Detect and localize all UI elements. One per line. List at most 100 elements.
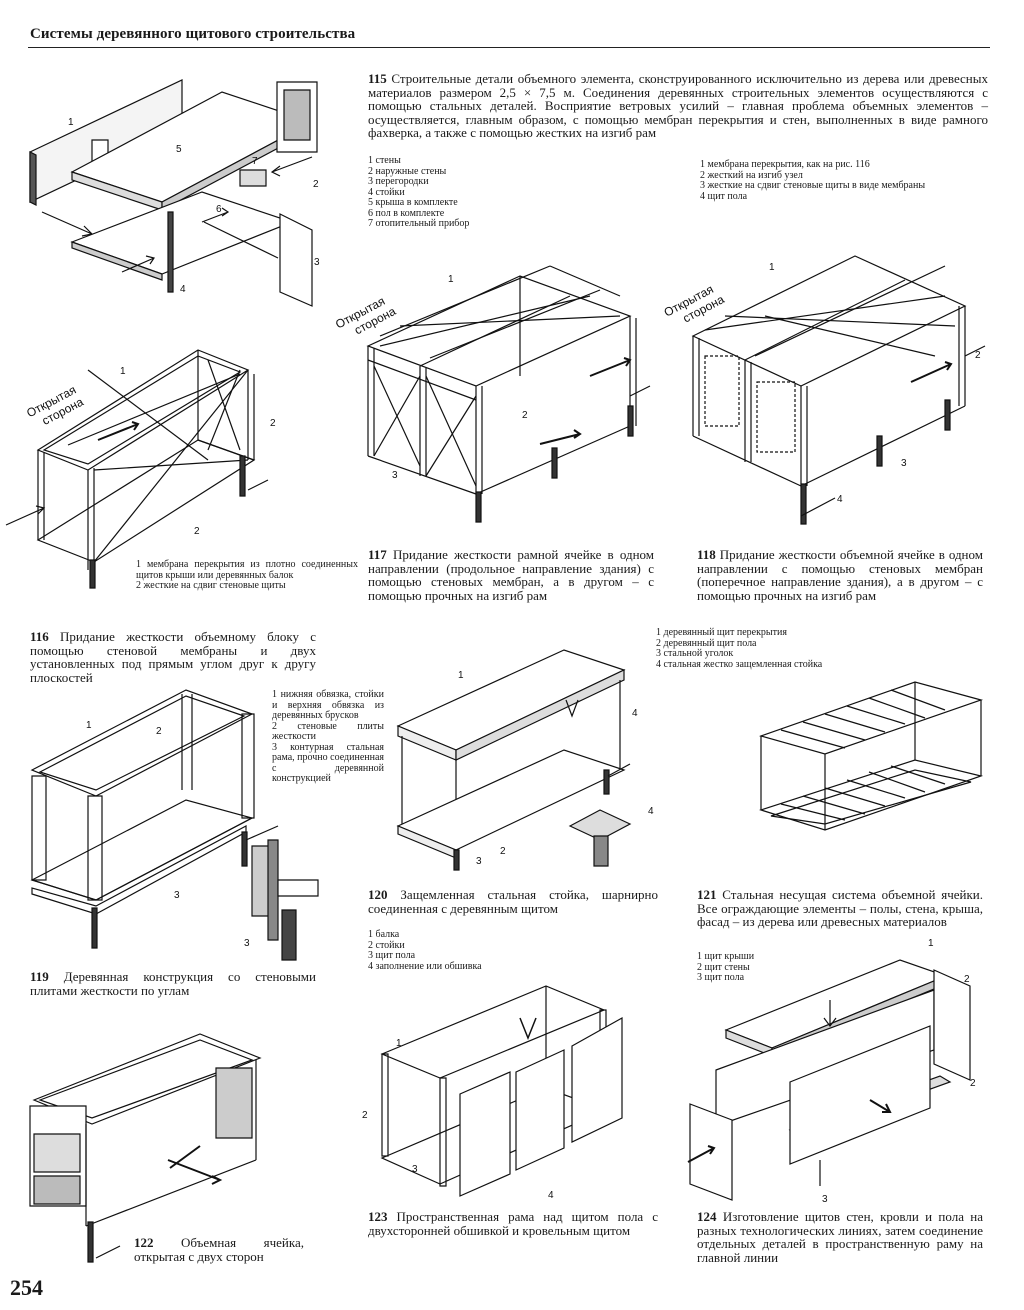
figure-115-caption: 115 Строительные детали объемного элемен… <box>368 72 988 140</box>
legend-item: 1 нижняя обвязка, стойки и верхняя обвяз… <box>272 689 384 721</box>
figure-123-drawing: 1 2 3 4 <box>362 978 640 1201</box>
legend-item: 4 стальная жестко защемленная стойка <box>656 658 823 670</box>
fig118-label-4: 4 <box>837 494 843 505</box>
figure-120-caption: 120 Защемленная стальная стойка, шарнирн… <box>368 888 658 915</box>
fig123-label-4: 4 <box>548 1190 554 1201</box>
fig124-label-1: 1 <box>928 938 934 949</box>
figure-118-number: 118 <box>697 547 716 562</box>
fig117-label-3: 3 <box>392 470 398 481</box>
legend-item: 7 отопительный прибор <box>368 218 470 229</box>
figure-119-drawing: 1 2 3 3 <box>16 680 336 960</box>
fig119-label-3a: 3 <box>174 890 180 901</box>
figure-121-drawing <box>755 680 995 840</box>
fig116-label-2a: 2 <box>270 418 276 429</box>
figure-116-text: Придание жесткости объемному блоку с пом… <box>30 629 316 685</box>
fig116-label-2b: 2 <box>194 526 200 537</box>
fig115-label-1: 1 <box>68 117 74 128</box>
figure-115-text: Строительные детали объемного элемента, … <box>368 71 988 140</box>
figure-124-number: 124 <box>697 1209 717 1224</box>
fig119-label-3b: 3 <box>244 938 250 949</box>
legend-item: 3 щит пола <box>697 972 745 983</box>
figure-115-legend: 1 стены 2 наружные стены 3 перегородки 4… <box>368 155 470 230</box>
legend-item: 3 щит пола <box>368 950 416 961</box>
figure-117-text: Придание жесткости рамной ячейке в одном… <box>368 547 655 603</box>
legend-item: 4 щит пола <box>700 190 748 202</box>
figure-122-drawing <box>20 1030 320 1270</box>
figure-122-number: 122 <box>134 1235 154 1250</box>
legend-item: 2 стеновые плиты жесткости <box>272 720 384 742</box>
figure-124-caption: 124 Изготовление щитов стен, кровли и по… <box>697 1210 983 1264</box>
fig118-label-2: 2 <box>975 350 981 361</box>
fig117-label-1: 1 <box>448 274 454 285</box>
figure-116-drawing: Открытая сторона 1 2 2 <box>8 340 276 590</box>
legend-item: 4 стойки <box>368 186 405 198</box>
legend-item: 3 перегородки <box>368 176 429 187</box>
figure-118-drawing: Открытая сторона 1 2 3 4 <box>662 236 995 532</box>
page-number: 254 <box>10 1275 43 1300</box>
fig120-label-4b: 4 <box>648 806 654 817</box>
fig123-label-2: 2 <box>362 1110 368 1121</box>
fig124-label-3: 3 <box>822 1194 828 1205</box>
legend-item: 5 крыша в комплекте <box>368 197 458 208</box>
figure-118-text: Придание жесткости объемной ячейке в одн… <box>697 547 983 603</box>
fig118-label-1: 1 <box>769 262 775 273</box>
figure-124-legend: 1 щит крыши 2 щит стены 3 щит пола <box>697 951 755 984</box>
figure-119-text: Деревянная конструкция со стеновыми плит… <box>30 969 316 998</box>
running-header: Системы деревянного щитового строительст… <box>30 26 356 42</box>
header-rule <box>28 47 990 48</box>
figure-116-number: 116 <box>30 629 49 644</box>
figure-124-drawing: 1 2 2 3 <box>680 938 976 1205</box>
legend-item: 1 мембрана перекрытия из плотно соединен… <box>136 559 358 581</box>
fig117-label-2: 2 <box>522 410 528 421</box>
figure-120-number: 120 <box>368 887 388 902</box>
figure-121-caption: 121 Стальная несущая система объемной яч… <box>697 888 983 929</box>
legend-item: 6 пол в комплекте <box>368 207 445 219</box>
fig120-label-3: 3 <box>476 856 482 867</box>
figure-117-drawing: Открытая сторона 1 2 3 <box>333 236 650 532</box>
figure-121-number: 121 <box>697 887 717 902</box>
figure-117-caption: 117 Придание жесткости рамной ячейке в о… <box>368 548 654 602</box>
legend-item: 3 жесткие на сдвиг стеновые щиты в виде … <box>700 180 926 191</box>
figure-119-caption: 119 Деревянная конструкция со стеновыми … <box>30 970 316 997</box>
legend-item: 2 деревянный щит пола <box>656 637 757 649</box>
fig115-label-4: 4 <box>180 284 186 295</box>
fig119-label-2: 2 <box>156 726 162 737</box>
figure-120-text: Защемленная стальная стойка, шарнирно со… <box>368 887 659 916</box>
figure-122-caption: 122 Объемная ячейка, открытая с двух сто… <box>134 1236 304 1263</box>
fig119-label-1: 1 <box>86 720 92 731</box>
figure-120-legend: 1 деревянный щит перекрытия 2 деревянный… <box>656 627 823 670</box>
figure-123-caption: 123 Пространственная рама над щитом пола… <box>368 1210 658 1237</box>
figure-123-legend: 1 балка 2 стойки 3 щит пола 4 заполнение… <box>368 929 482 972</box>
legend-item: 4 заполнение или обшивка <box>368 960 482 972</box>
fig115-label-7: 7 <box>252 156 258 167</box>
fig123-label-1: 1 <box>396 1038 402 1049</box>
legend-item: 1 мембрана перекрытия, как на рис. 116 <box>700 159 870 170</box>
legend-item: 3 контурная стальная рама, прочно соедин… <box>272 741 384 784</box>
legend-item: 2 жесткий на изгиб узел <box>700 169 803 181</box>
figure-121-text: Стальная несущая система объемной ячейки… <box>697 887 984 929</box>
figure-118-legend: 1 мембрана перекрытия, как на рис. 116 2… <box>700 159 926 202</box>
legend-item: 2 стойки <box>368 939 405 951</box>
legend-item: 1 щит крыши <box>697 951 755 962</box>
figure-124-text: Изготовление щитов стен, кровли и пола н… <box>697 1209 984 1265</box>
figure-115-number: 115 <box>368 71 387 86</box>
figure-119-legend: 1 нижняя обвязка, стойки и верхняя обвяз… <box>272 689 384 785</box>
fig115-label-2: 2 <box>313 179 319 190</box>
figure-117-number: 117 <box>368 547 387 562</box>
fig118-label-3: 3 <box>901 458 907 469</box>
figure-119-number: 119 <box>30 969 49 984</box>
fig120-label-1: 1 <box>458 670 464 681</box>
figure-123-number: 123 <box>368 1209 388 1224</box>
legend-item: 2 жесткие на сдвиг стеновые щиты <box>136 580 286 591</box>
fig115-label-6: 6 <box>216 204 222 215</box>
fig120-label-4a: 4 <box>632 708 638 719</box>
fig124-label-2b: 2 <box>970 1078 976 1089</box>
figure-120-drawing: 1 2 3 4 4 <box>380 640 654 870</box>
legend-item: 1 балка <box>368 929 400 940</box>
fig124-label-2a: 2 <box>964 974 970 985</box>
legend-item: 1 стены <box>368 155 401 166</box>
figure-122-text: Объемная ячейка, открытая с двух сторон <box>134 1235 304 1264</box>
figure-115-drawing: 1 2 3 4 5 6 7 <box>22 62 320 312</box>
figure-118-caption: 118 Придание жесткости объемной ячейке в… <box>697 548 983 602</box>
legend-item: 1 деревянный щит перекрытия <box>656 627 787 638</box>
